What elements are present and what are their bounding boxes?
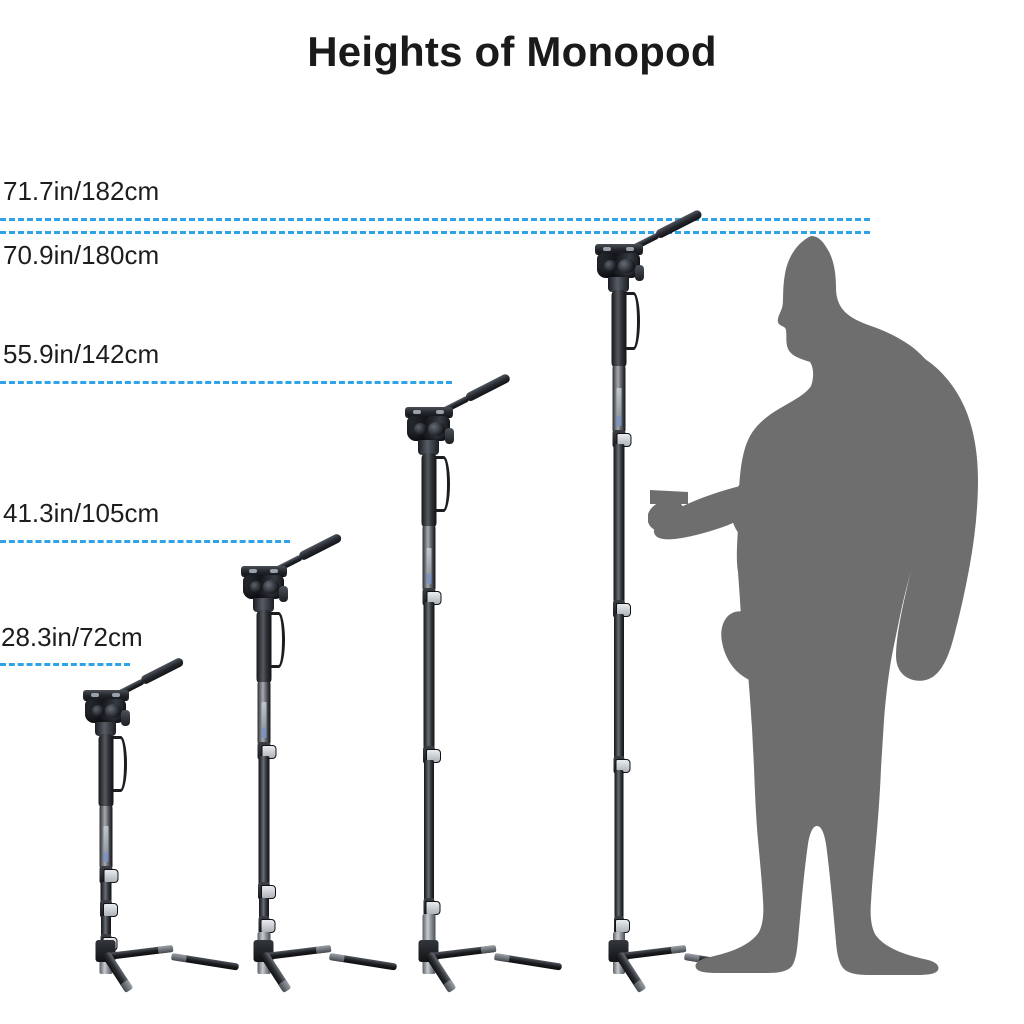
brand-decal-accent (103, 852, 108, 862)
tube-section-2 (258, 756, 269, 884)
tripod-foot-base[interactable] (418, 940, 562, 993)
foot-leg-tip (157, 944, 173, 954)
wrist-strap (269, 612, 285, 668)
guide-line-182cm (0, 218, 870, 221)
foot-leg-tip (632, 979, 646, 993)
flip-lock-2[interactable] (612, 600, 631, 618)
tube-section-3 (100, 916, 111, 936)
wrist-strap (111, 736, 127, 792)
fluid-video-head (82, 690, 130, 736)
handle-grip (464, 372, 512, 403)
guide-line-72cm (0, 663, 130, 666)
guide-line-105cm (0, 540, 290, 543)
head-tension-knob (444, 428, 454, 444)
wrist-strap (624, 292, 640, 350)
head-tension-knob (120, 710, 130, 726)
tube-section-2 (423, 602, 434, 748)
fluid-video-head (404, 407, 454, 455)
flip-lock-2[interactable] (257, 882, 276, 900)
tube-section-4 (614, 770, 623, 918)
tripod-foot-base[interactable] (95, 940, 239, 993)
foot-leg-tip (442, 979, 456, 993)
brand-decal (261, 702, 266, 732)
monopod-1[interactable] (82, 656, 239, 993)
foot-leg-left (328, 953, 397, 971)
monopod-2[interactable] (240, 532, 397, 993)
foam-grip (611, 290, 626, 368)
foot-leg-right (264, 944, 331, 960)
foot-leg-right (429, 944, 496, 960)
measurement-label-72cm: 28.3in/72cm (1, 622, 143, 652)
tripod-foot-base[interactable] (253, 940, 397, 993)
head-neck (95, 722, 116, 736)
measurement-label-142cm: 55.9in/142cm (3, 339, 160, 369)
monopod-4[interactable] (594, 208, 752, 993)
flip-lock-3[interactable] (613, 756, 630, 774)
head-tension-knob (278, 586, 288, 602)
brand-decal (426, 548, 431, 578)
head-neck (253, 598, 274, 612)
handle-grip (139, 656, 185, 686)
foam-grip (421, 453, 436, 528)
guide-line-180cm (0, 231, 870, 234)
foam-grip (98, 734, 113, 808)
foot-leg-tip (315, 944, 331, 954)
tube-section-3 (613, 614, 624, 758)
foot-leg-tip (119, 979, 133, 993)
flip-lock-3[interactable] (423, 898, 440, 916)
tube-section-3 (258, 898, 269, 918)
head-tension-knob (634, 265, 644, 281)
monopod-3[interactable] (404, 372, 562, 993)
head-quick-release-plate (404, 407, 453, 417)
tube-section-2 (100, 882, 111, 902)
tube-section-3 (423, 760, 434, 900)
foot-leg-tip (277, 979, 291, 993)
flip-lock-1[interactable] (99, 866, 118, 884)
foot-leg-tip (328, 953, 345, 963)
fluid-video-head (240, 566, 288, 612)
foam-grip (256, 610, 271, 684)
head-neck (607, 277, 630, 292)
foot-leg-left (170, 953, 239, 971)
head-body (407, 416, 450, 441)
head-body (243, 575, 284, 599)
measurement-label-180cm: 70.9in/180cm (3, 240, 160, 270)
brand-decal-accent (426, 574, 431, 584)
head-quick-release-plate (82, 690, 129, 700)
tube-section-2 (613, 444, 624, 602)
fluid-video-head (594, 244, 644, 292)
head-quick-release-plate (240, 566, 287, 576)
measurement-label-182cm: 71.7in/182cm (3, 176, 160, 206)
foot-leg-tip (480, 944, 496, 954)
wrist-strap (434, 456, 450, 512)
brand-decal (103, 826, 108, 856)
head-quick-release-plate (594, 244, 643, 254)
head-body (597, 253, 640, 278)
brand-decal-accent (616, 416, 621, 426)
photographer-silhouette (648, 236, 978, 975)
foot-leg-tip (493, 953, 510, 963)
foot-leg-tip (170, 953, 187, 963)
page-title: Heights of Monopod (307, 28, 717, 75)
handle-grip (297, 532, 343, 562)
flip-lock-1[interactable] (257, 742, 276, 760)
brand-decal (616, 388, 621, 420)
flip-lock-1[interactable] (612, 430, 631, 448)
guide-line-142cm (0, 381, 452, 384)
measurement-label-105cm: 41.3in/105cm (3, 498, 160, 528)
head-body (85, 699, 126, 723)
tripod-foot-base[interactable] (608, 940, 752, 993)
brand-decal-accent (261, 728, 266, 738)
foot-leg-left (493, 953, 562, 971)
head-neck (417, 440, 440, 455)
